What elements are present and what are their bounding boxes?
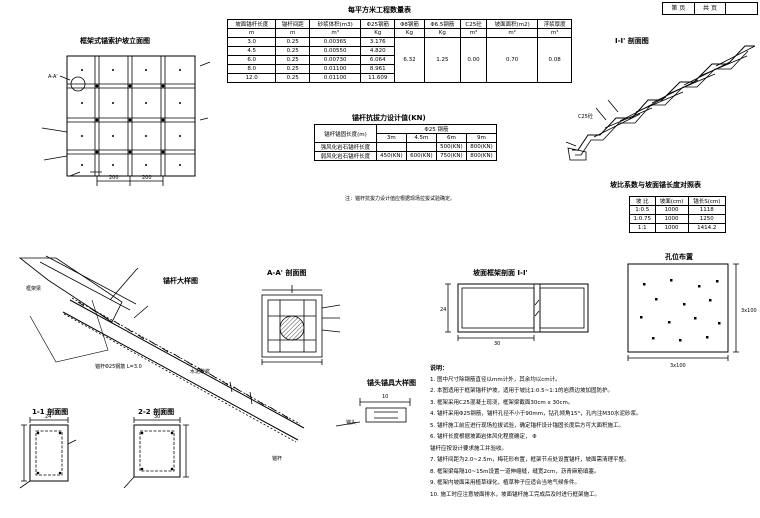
section-1-title: I-I' 剖面图	[615, 37, 649, 45]
note-6: 6. 锚杆长度根据坡面岩体风化程度确定， Φ	[430, 434, 537, 440]
frame-section-title: 坡面框架剖面 I-I'	[473, 269, 528, 277]
section-a-view	[261, 285, 341, 365]
sheet-number: 第 页	[663, 3, 695, 14]
anchor-force-title: 锚杆抗拔力设计值(KN)	[352, 114, 426, 122]
slope-table-title: 坡比系数与坡面锚长度对照表	[610, 181, 701, 189]
frame-label: 框架梁	[26, 285, 41, 292]
anchor-bar-label: 锚杆Φ25钢筋 L=3.0	[95, 363, 142, 370]
section-1-view	[565, 45, 756, 161]
quantity-table-title: 每平方米工程数量表	[348, 6, 411, 14]
q-shared-1: 1.25	[423, 37, 462, 83]
note-3: 3. 框架采用C25混凝土现浇，框架梁截面30cm x 30cm。	[430, 399, 574, 406]
hole-dim-w: 3x100	[670, 363, 686, 369]
anchor-label: 锚杆	[272, 455, 282, 462]
anchor-force-table: 锚杆锚固长度(m) Φ25 钢筋 3m 4.5m 6m 9m 强风化岩石锚杆长度…	[314, 124, 498, 161]
q-shared-4: 0.08	[537, 37, 572, 83]
s-r2c2: 1414.2	[687, 223, 727, 233]
af-row1-v3: 800(KN)	[465, 151, 498, 161]
section-a-title: A-A' 剖面图	[267, 269, 307, 277]
grout-label: 水泥砂浆	[190, 368, 210, 375]
anchor-detail-view	[18, 255, 305, 443]
q-r4c2: 0.01100	[308, 73, 362, 83]
plan-view	[41, 55, 211, 186]
s11-dim-24: 24	[45, 414, 51, 420]
note-7: 7. 锚杆间距为2.0~2.5m，梅花形布置，框架节点处设置锚杆，坡面需清理平整…	[430, 457, 630, 463]
note-10: 10. 施工时应注意坡面排水，坡面锚杆施工完成后及时进行框架施工。	[430, 491, 600, 498]
frame-dim-24: 24	[440, 307, 446, 313]
q-shared-0: 6.32	[394, 37, 425, 83]
notes-block: 说明： 1. 图中尺寸除钢筋直径以mm计外，其余均以cm计。 2. 本图适用于框…	[430, 363, 750, 501]
anchor-force-note: 注：锚杆抗拔力设计值应根据现场拉拔试验确定。	[345, 196, 456, 202]
note-9: 9. 框架内坡面采用植草绿化，植草种子应适合当地气候条件。	[430, 480, 580, 486]
q-shared-3: 0.70	[486, 37, 539, 83]
sheet-header: 第 页 共 页	[662, 2, 758, 15]
sheet-total: 共 页	[695, 3, 727, 14]
section-22-title: 2-2 剖面图	[138, 408, 175, 416]
plan-a-mark: A-A'	[48, 74, 58, 80]
c25-label: C25砼	[578, 113, 593, 120]
frame-section-view	[445, 283, 589, 341]
note-4: 4. 锚杆采用Φ25钢筋，锚杆孔径不小于90mm，钻孔倾角15°，孔内注M30水…	[430, 411, 642, 417]
q-r4c0: 12.0	[226, 73, 277, 83]
hole-dim-h: 3x100	[741, 308, 757, 314]
anchor-head-view	[335, 398, 411, 427]
anchor-head-title: 锚头锚具大样图	[367, 379, 416, 387]
frame-dim-30: 30	[494, 341, 500, 347]
notes-title: 说明：	[430, 365, 449, 372]
note-1: 1. 图中尺寸除钢筋直径以mm计外，其余均以cm计。	[430, 376, 561, 383]
plan-title: 框架式锚索护坡立面图	[80, 37, 150, 45]
hole-layout-title: 孔位布置	[665, 253, 693, 261]
section-22-view	[123, 417, 189, 489]
section-11-title: 1-1 剖面图	[32, 408, 69, 416]
s22-dim-30: 30	[154, 414, 160, 420]
section-11-view	[19, 417, 77, 489]
hole-layout-view	[627, 263, 739, 361]
note-6b: 锚杆应按设计要求施工并验收。	[430, 445, 508, 452]
slope-table: 坡 比 坡面(cm) 锚长S(cm) 1:0.5 1000 1118 1:0.7…	[629, 196, 727, 233]
note-2: 2. 本图适用于框架锚杆护坡，适用于坡比1:0.5~1:1的岩质边坡加固防护。	[430, 388, 614, 394]
note-5: 5. 锚杆施工前应进行现场拉拔试验，确定锚杆设计锚固长度后方可大面积施工。	[430, 422, 624, 429]
quantity-table: 坡面锚杆长度 锚杆间距 砂浆体积(m3) Φ25钢筋 Φ8钢筋 Φ6.5钢筋 C…	[226, 19, 572, 83]
plan-dim-200b: 200	[142, 175, 152, 181]
head-dim-10: 10	[382, 394, 388, 400]
head-label: 锚头	[346, 419, 356, 426]
q-r4c3: 11.609	[360, 73, 396, 83]
note-8: 8. 框架梁每隔10~15m设置一道伸缩缝，缝宽2cm，沥青麻筋填塞。	[430, 468, 600, 475]
plan-dim-200a: 200	[109, 175, 119, 181]
anchor-detail-title: 锚杆大样图	[163, 277, 198, 285]
